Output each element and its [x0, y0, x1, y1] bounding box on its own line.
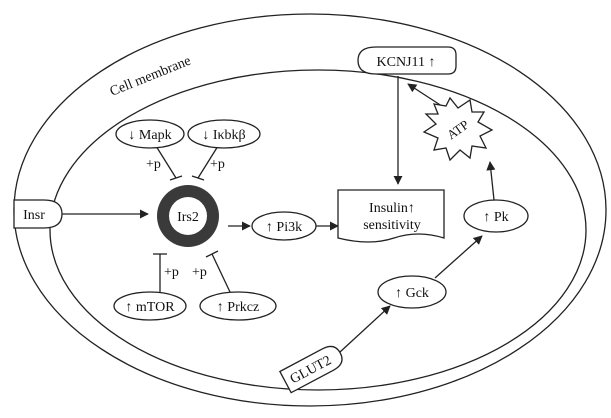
pk-node: ↑ Pk: [463, 199, 529, 233]
irs2-node: Irs2: [157, 185, 219, 247]
svg-text:↑ Prkcz: ↑ Prkcz: [217, 300, 259, 315]
ikbkb-phospho-label: +p: [210, 157, 225, 172]
mapk-inhibit-line: [155, 145, 177, 179]
mapk-phospho-label: +p: [146, 157, 161, 172]
prkcz-phospho-label: +p: [192, 265, 207, 280]
gck-to-pk-arrow: [434, 235, 483, 279]
prkcz-node: ↑ Prkcz: [199, 291, 277, 321]
svg-text:KCNJ11 ↑: KCNJ11 ↑: [377, 55, 436, 70]
inner-cytoplasm-boundary: [49, 69, 587, 391]
svg-text:↑ Gck: ↑ Gck: [395, 286, 429, 301]
svg-text:sensitivity: sensitivity: [363, 218, 421, 233]
svg-text:↑ Pi3k: ↑ Pi3k: [266, 220, 302, 235]
prkcz-inhibit-bar: [205, 250, 219, 258]
mtor-phospho-label: +p: [164, 265, 179, 280]
pk-to-atp-arrow: [486, 161, 496, 201]
ikbkb-inhibit-line: [197, 145, 219, 179]
prkcz-inhibit-line: [211, 253, 231, 293]
atp-node: ATP: [422, 96, 494, 162]
kcnj11-node: KCNJ11 ↑: [357, 46, 457, 75]
ikbkb-inhibit-bar: [191, 175, 205, 181]
pi3k-node: ↑ Pi3k: [251, 211, 317, 241]
mapk-inhibit-bar: [169, 175, 183, 181]
glut2-to-gck-arrow: [339, 305, 391, 353]
svg-text:↑ mTOR: ↑ mTOR: [125, 300, 175, 315]
svg-text:↓ Iκbkβ: ↓ Iκbkβ: [202, 128, 245, 143]
svg-text:↓ Mapk: ↓ Mapk: [128, 128, 171, 143]
svg-text:Irs2: Irs2: [177, 210, 199, 225]
glut2-node: GLUT2: [278, 345, 343, 394]
mapk-node: ↓ Mapk: [115, 119, 185, 149]
svg-text:↑ Pk: ↑ Pk: [483, 210, 508, 225]
svg-text:Insulin↑: Insulin↑: [369, 201, 415, 216]
svg-text:Insr: Insr: [23, 208, 45, 223]
insulin-sensitivity-node: Insulin↑ sensitivity: [337, 189, 445, 243]
insr-node: Insr: [13, 199, 63, 229]
ikbkb-node: ↓ Iκbkβ: [187, 119, 261, 149]
mtor-node: ↑ mTOR: [113, 291, 187, 321]
gck-node: ↑ Gck: [377, 275, 447, 309]
